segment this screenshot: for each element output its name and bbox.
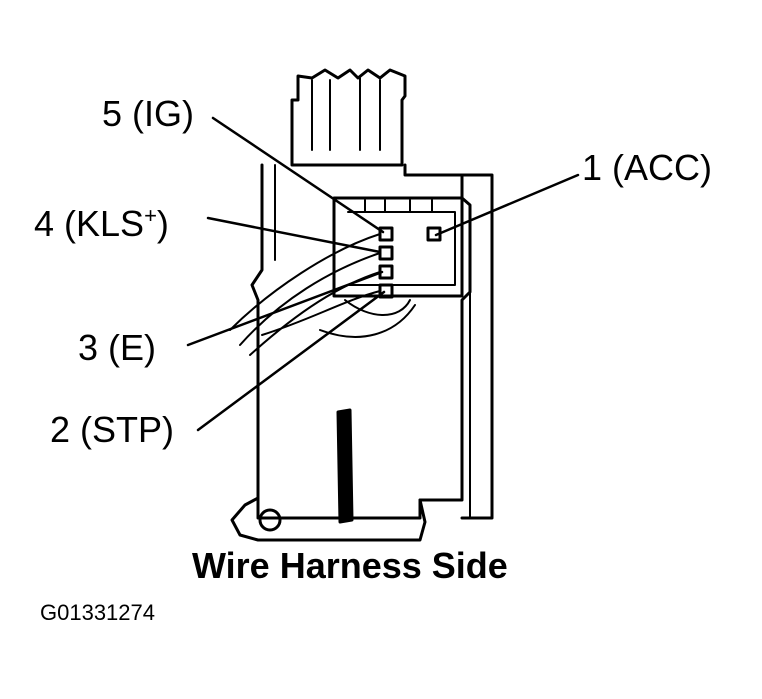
pin-4-terminal — [378, 245, 394, 261]
leader-5 — [211, 116, 385, 234]
pin-label-4-sup: + — [144, 203, 157, 228]
connector-face — [332, 196, 464, 298]
leader-2 — [196, 290, 386, 432]
wire-bundle — [229, 233, 416, 356]
pin-label-1: 1 (ACC) — [582, 147, 713, 188]
pin-label-4-close: ) — [156, 203, 169, 244]
stake — [336, 408, 354, 524]
leader-4 — [206, 216, 382, 254]
mount-hole — [258, 508, 282, 532]
housing — [250, 163, 472, 520]
pin-label-4-text: 4 (KLS — [34, 203, 145, 244]
figure-id: G01331274 — [40, 600, 155, 625]
pin-label-5: 5 (IG) — [102, 93, 195, 134]
mount-tab — [230, 496, 427, 542]
caption: Wire Harness Side — [192, 545, 508, 586]
pin-label-2: 2 (STP) — [50, 409, 175, 450]
leader-3 — [186, 270, 384, 347]
leader-1 — [434, 173, 580, 237]
top-plug — [290, 68, 407, 167]
pin-label-3: 3 (E) — [78, 327, 157, 368]
pin-label-4: 4 (KLS+) — [34, 196, 169, 244]
